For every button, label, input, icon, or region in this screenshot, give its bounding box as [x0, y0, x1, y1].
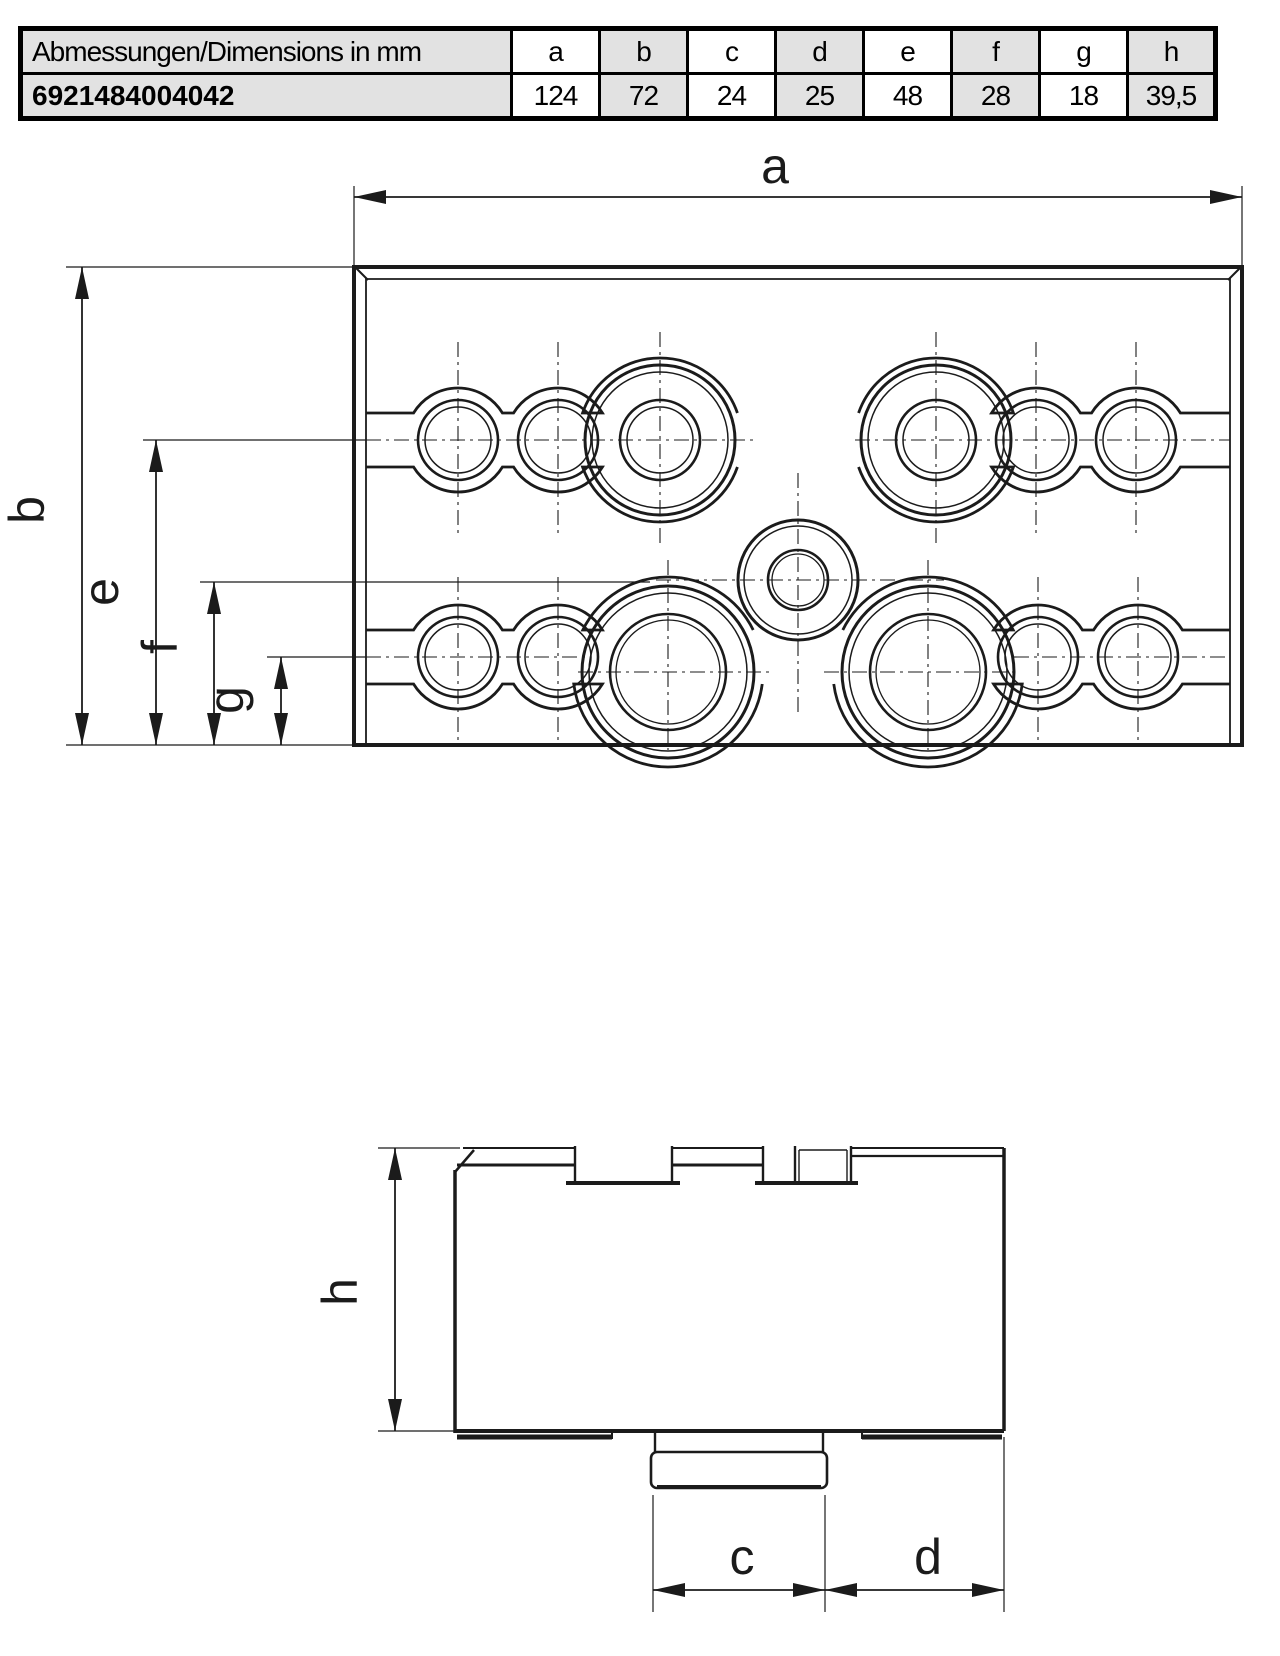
- dim-arrowhead: [207, 713, 221, 745]
- dim-label-f: f: [132, 640, 188, 654]
- dim-arrowhead: [793, 1583, 825, 1597]
- table-header-cell-c: c: [686, 27, 777, 75]
- dim-arrowhead: [653, 1583, 685, 1597]
- dim-label-d: d: [914, 1529, 942, 1585]
- value-a: 124: [510, 72, 601, 120]
- dimensions-table: Abmessungen/Dimensions in mm a b c d e f…: [18, 26, 1218, 121]
- dim-label-a: a: [761, 138, 789, 194]
- value-d: 25: [774, 72, 865, 120]
- dim-label-e: e: [73, 578, 129, 606]
- dim-arrowhead: [388, 1399, 402, 1431]
- scallop-band: [857, 465, 1230, 524]
- side-view: h c d: [312, 1146, 1006, 1612]
- table-header-cell-f: f: [950, 27, 1041, 75]
- table-header-cell-g: g: [1038, 27, 1129, 75]
- value-b: 72: [598, 72, 689, 120]
- scallop-band: [832, 682, 1230, 769]
- cable-entry-circle: [894, 398, 978, 482]
- corner-chamfer: [355, 267, 369, 281]
- table-data-row: 6921484004042 124 72 24 25 48 28 18 39,5: [19, 72, 1217, 120]
- dim-arrowhead: [207, 582, 221, 614]
- dim-arrowhead: [354, 190, 386, 204]
- value-g: 18: [1038, 72, 1129, 120]
- scallop-band: [366, 465, 739, 524]
- part-number: 6921484004042: [19, 72, 513, 120]
- dim-arrowhead: [149, 440, 163, 472]
- dim-arrowhead: [1210, 190, 1242, 204]
- dim-arrowhead: [274, 713, 288, 745]
- scallop-band: [366, 575, 755, 632]
- dim-label-c: c: [730, 1529, 755, 1585]
- top-view: a b e f g: [0, 138, 1244, 769]
- dim-arrowhead: [75, 267, 89, 299]
- corner-chamfer: [454, 1149, 475, 1173]
- scallop-band: [366, 356, 739, 415]
- dim-arrowhead: [149, 713, 163, 745]
- table-header-row: Abmessungen/Dimensions in mm a b c d e f…: [19, 27, 1217, 75]
- top-view-inner-outline: [365, 278, 1231, 745]
- corner-chamfer: [1227, 267, 1241, 281]
- protrusion: [649, 1450, 829, 1490]
- dim-arrowhead: [972, 1583, 1004, 1597]
- value-h: 39,5: [1126, 72, 1217, 120]
- top-view-outline: [352, 265, 1244, 747]
- table-header-title: Abmessungen/Dimensions in mm: [19, 27, 513, 75]
- dim-arrowhead: [75, 713, 89, 745]
- cable-entry-circle: [516, 615, 600, 699]
- scallop-band: [366, 682, 764, 769]
- table-header-cell-h: h: [1126, 27, 1217, 75]
- value-c: 24: [686, 72, 777, 120]
- value-f: 28: [950, 72, 1041, 120]
- table-header-cell-d: d: [774, 27, 865, 75]
- dim-arrowhead: [825, 1583, 857, 1597]
- dim-arrowhead: [388, 1148, 402, 1180]
- cable-entry-circle: [996, 615, 1080, 699]
- table-header-cell-a: a: [510, 27, 601, 75]
- table-header-cell-b: b: [598, 27, 689, 75]
- scallop-band: [857, 356, 1230, 415]
- table-header-cell-e: e: [862, 27, 953, 75]
- dim-label-h: h: [312, 1278, 368, 1306]
- dim-label-b: b: [0, 496, 55, 524]
- dim-arrowhead: [274, 657, 288, 689]
- value-e: 48: [862, 72, 953, 120]
- scallop-band: [841, 575, 1230, 632]
- dim-label-g: g: [198, 686, 254, 714]
